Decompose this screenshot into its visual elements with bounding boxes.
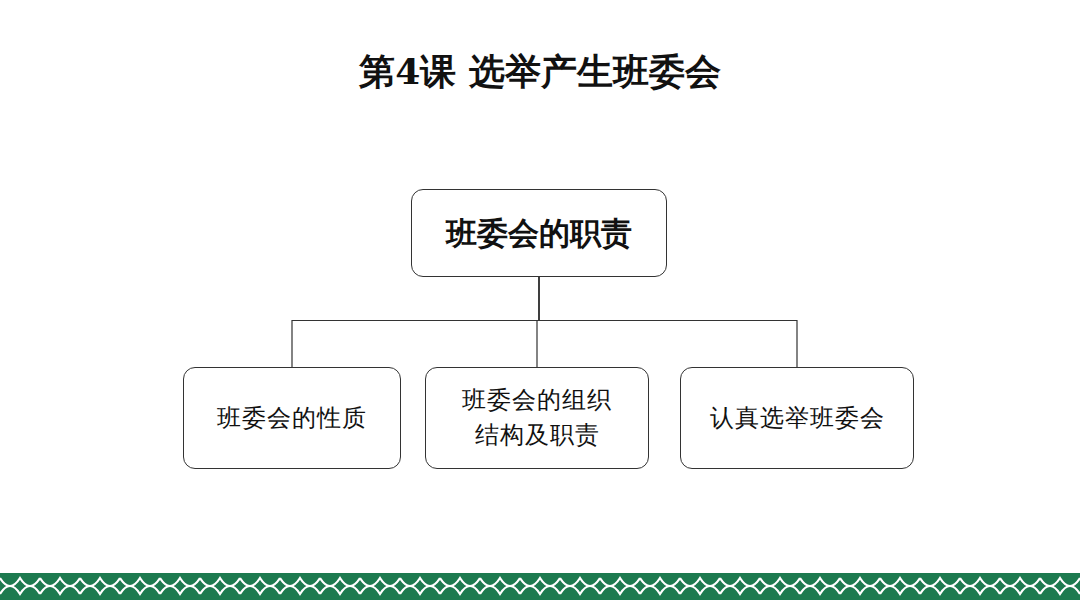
green-band <box>0 573 1080 600</box>
topic-box: 认真选举班委会 <box>680 367 914 469</box>
slide-title: 第4课 选举产生班委会 <box>0 48 1080 97</box>
box-label: 班委会的性质 <box>217 401 367 436</box>
topic-box: 班委会的组织 结构及职责 <box>425 367 649 469</box>
box-label: 班委会的组织 结构及职责 <box>436 383 638 453</box>
root-box: 班委会的职责 <box>411 189 667 277</box>
topic-box: 班委会的性质 <box>183 367 401 469</box>
tree-connector <box>539 277 797 367</box>
box-label: 认真选举班委会 <box>710 401 885 436</box>
wave-pattern <box>0 574 1080 598</box>
tree-connector <box>292 277 539 367</box>
box-label: 班委会的职责 <box>446 211 632 256</box>
